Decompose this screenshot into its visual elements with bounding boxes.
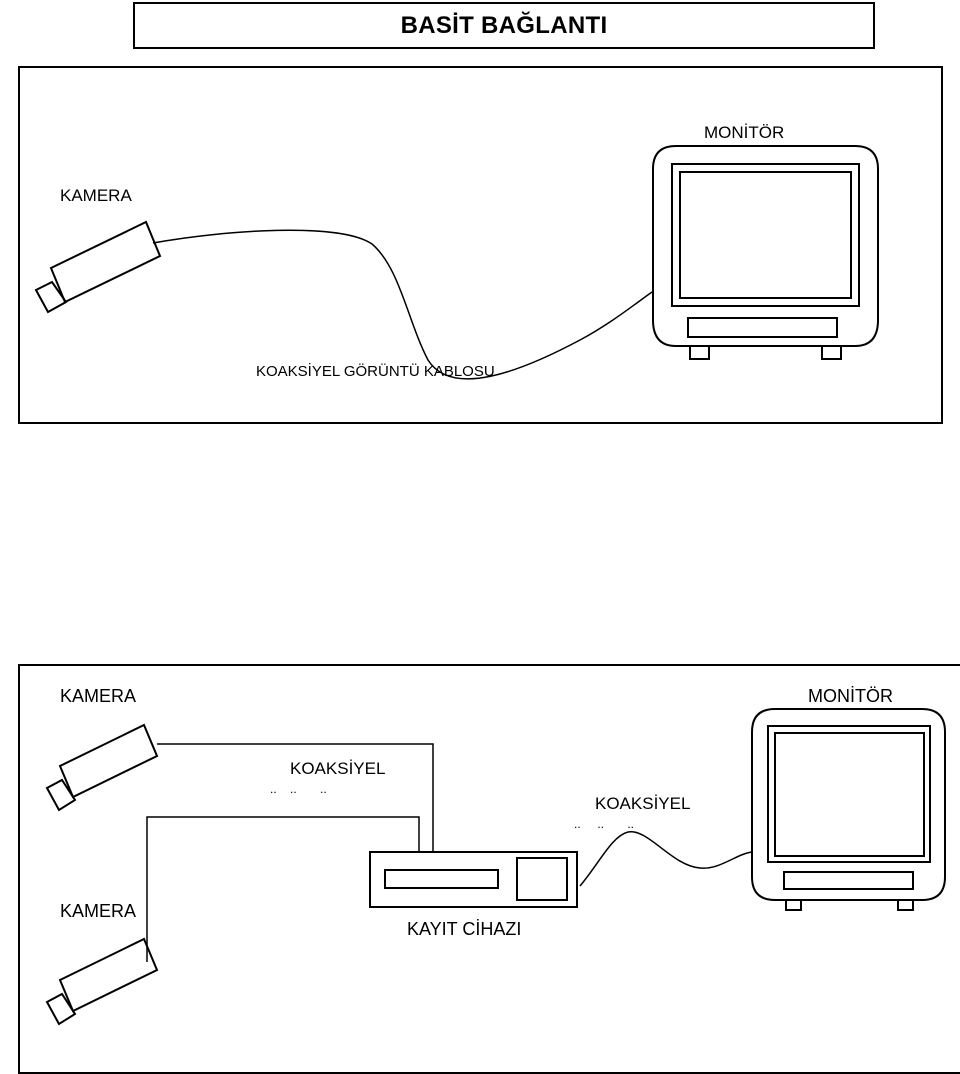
monitor-label: MONİTÖR xyxy=(808,686,893,706)
cable-label: KOAKSİYEL GÖRÜNTÜ KABLOSU xyxy=(256,363,495,380)
recorder-icon xyxy=(369,851,578,908)
coax-cable xyxy=(152,229,653,380)
title-box: BASİT BAĞLANTI xyxy=(133,2,875,49)
camera-label: KAMERA xyxy=(60,186,132,205)
monitor-icon xyxy=(652,145,879,360)
recorder-connection-panel xyxy=(18,664,960,1074)
camera-icon xyxy=(34,220,162,314)
coax-label: KOAKSİYEL xyxy=(595,794,691,813)
coax-cable xyxy=(157,743,434,852)
simple-connection-panel xyxy=(18,66,943,424)
camera-label: KAMERA xyxy=(60,901,137,921)
monitor-label: MONİTÖR xyxy=(704,123,785,142)
camera-icon xyxy=(45,723,159,812)
camera-icon xyxy=(45,937,159,1026)
recorder-label: KAYIT CİHAZI xyxy=(407,919,522,939)
monitor-icon xyxy=(751,708,946,911)
camera-label: KAMERA xyxy=(60,686,137,706)
coax-cable xyxy=(579,831,753,887)
page-title: BASİT BAĞLANTI xyxy=(400,11,608,39)
coax-label-dots: .. .. .. xyxy=(574,817,635,831)
coax-cable xyxy=(146,816,420,962)
coax-label: KOAKSİYEL xyxy=(290,759,386,778)
coax-label-dots: .. .. .. xyxy=(270,782,327,796)
